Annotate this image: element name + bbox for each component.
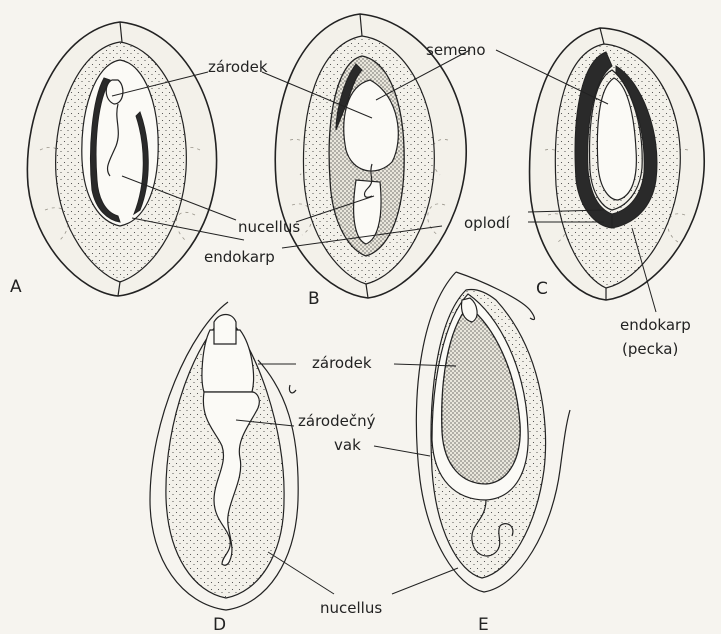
panel-letter-d: D bbox=[213, 615, 226, 634]
label-nucellus-top: nucellus bbox=[238, 218, 300, 236]
label-semeno: semeno bbox=[426, 41, 486, 59]
ovule-e bbox=[416, 272, 570, 592]
label-oplodi: oplodí bbox=[464, 214, 511, 232]
label-pecka: (pecka) bbox=[622, 340, 678, 358]
panel-letter-e: E bbox=[478, 615, 489, 634]
label-endokarp-bottom: endokarp bbox=[620, 316, 691, 334]
label-endokarp-top: endokarp bbox=[204, 248, 275, 266]
label-zarodek-bottom: zárodek bbox=[312, 354, 372, 372]
label-zarodecny: zárodečný bbox=[298, 412, 376, 430]
panel-letter-a: A bbox=[10, 277, 22, 297]
panel-letter-c: C bbox=[536, 279, 548, 299]
fruit-c bbox=[530, 28, 705, 300]
panel-letter-b: B bbox=[308, 289, 320, 309]
label-vak: vak bbox=[334, 436, 361, 454]
label-zarodek-top: zárodek bbox=[208, 58, 268, 76]
fruit-a bbox=[27, 22, 216, 296]
label-nucellus-bottom: nucellus bbox=[320, 599, 382, 617]
ovule-d bbox=[150, 302, 298, 610]
